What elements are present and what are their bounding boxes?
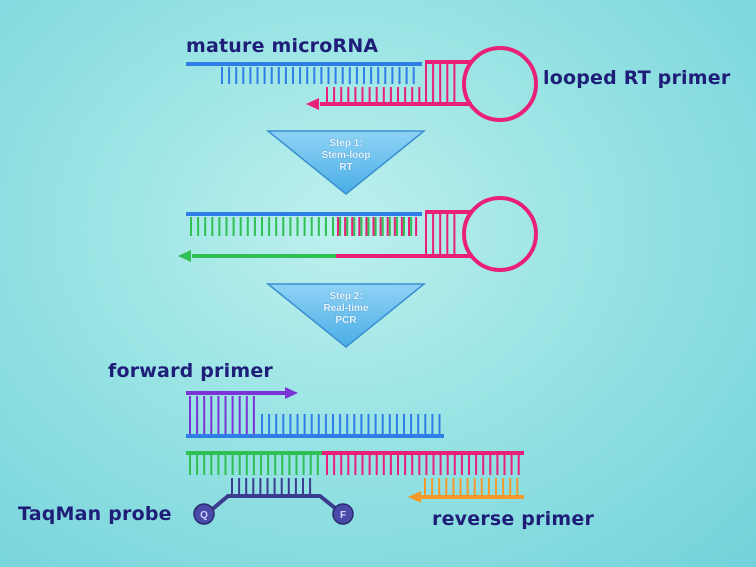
quencher-dye — [193, 503, 215, 525]
step-2-line: Real-time — [323, 303, 369, 314]
step-1-arrow — [265, 130, 427, 195]
step-1-arrow-shape — [265, 130, 427, 195]
reverse-primer-label: reverse primer — [432, 508, 595, 530]
rt-primer-loop — [462, 46, 538, 122]
step-2-arrow — [265, 283, 427, 348]
forward-primer-arrowhead — [285, 387, 298, 399]
quencher-letter: Q — [200, 510, 208, 521]
rt-primer-arrowhead — [306, 98, 319, 110]
step-1-caption: Step 1: Stem-loop RT — [300, 138, 392, 174]
step-1-line: Step 1: — [329, 138, 363, 149]
cdna-arrowhead — [178, 250, 191, 262]
step-2-line: Step 2: — [329, 291, 363, 302]
taqman-probe-label: TaqMan probe — [18, 503, 172, 525]
looped-rt-primer-label: looped RT primer — [543, 67, 731, 89]
step-2-caption: Step 2: Real-time PCR — [300, 291, 392, 327]
rt-primer-loop — [462, 196, 538, 272]
reporter-letter: F — [340, 510, 346, 521]
reporter-dye — [332, 503, 354, 525]
strand-layer — [186, 62, 524, 499]
mature-microrna-label: mature microRNA — [186, 35, 379, 57]
taqman-probe-strand — [207, 494, 342, 514]
forward-primer-label: forward primer — [108, 360, 273, 382]
step-2-line: PCR — [335, 315, 357, 326]
step-1-line: RT — [339, 162, 353, 173]
step-2-arrow-shape — [265, 283, 427, 348]
step-1-line: Stem-loop — [321, 150, 371, 161]
reverse-primer-arrowhead — [408, 491, 421, 503]
